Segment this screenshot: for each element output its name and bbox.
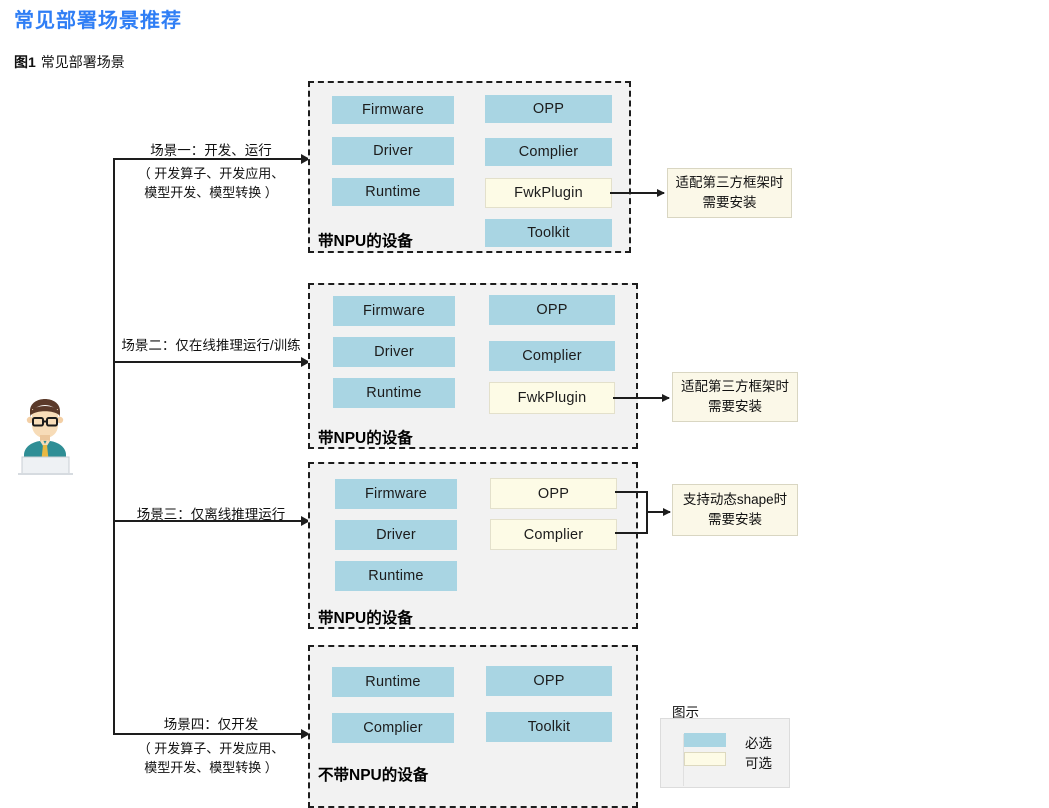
component-complier[interactable]: Complier [489,341,615,371]
legend-divider [683,734,684,786]
scenario-2-annotation-box: 适配第三方框架时 需要安装 [672,372,798,422]
scenario-4-sublabel-line2: 模型开发、模型转换 ） [144,759,278,775]
scenario-2-annotation-line1: 适配第三方框架时 [681,378,789,394]
scenario-1-annotation-box: 适配第三方框架时 需要安装 [667,168,792,218]
component-firmware[interactable]: Firmware [332,96,454,124]
component-opp[interactable]: OPP [485,95,612,123]
legend-swatch-optional [684,752,726,766]
component-firmware[interactable]: Firmware [333,296,455,326]
figure-caption-text: 常见部署场景 [40,54,125,70]
flow-arrow-scenario-4 [113,729,310,739]
scenario-4-block: Runtime Complier OPP Toolkit 不带NPU的设备 [308,645,638,808]
scenario-2-label: 场景二：仅在线推理运行/训练 [121,338,301,353]
scenario-3-connector-bottom [615,532,648,534]
scenario-1-sublabel-line1: （ 开发算子、开发应用、 [137,166,285,181]
component-runtime[interactable]: Runtime [332,178,454,206]
component-opp[interactable]: OPP [490,478,617,509]
component-opp[interactable]: OPP [489,295,615,325]
legend-title: 图示 [672,705,699,720]
component-complier[interactable]: Complier [332,713,454,743]
flow-arrow-scenario-1 [113,154,310,164]
flow-arrow-scenario-2 [113,357,310,367]
component-toolkit[interactable]: Toolkit [485,219,612,247]
scenario-3-device-label: 带NPU的设备 [318,610,413,627]
component-driver[interactable]: Driver [332,137,454,165]
scenario-1-device-label: 带NPU的设备 [318,233,413,250]
scenario-4-sublabel: （ 开发算子、开发应用、 模型开发、模型转换 ） [113,740,309,778]
component-complier[interactable]: Complier [490,519,617,550]
component-runtime[interactable]: Runtime [335,561,457,591]
legend-label-required: 必选 [745,736,772,751]
figure-caption-number: 图1 [14,54,36,70]
page-title: 常见部署场景推荐 [14,8,182,32]
scenario-4-device-label: 不带NPU的设备 [318,767,429,784]
scenario-4-label: 场景四：仅开发 [163,717,259,732]
scenario-1-annotation-line2: 需要安装 [702,195,757,210]
scenario-2-annotation-line2: 需要安装 [708,399,762,414]
component-fwkplugin[interactable]: FwkPlugin [485,178,612,208]
scenario-3-annotation-line2: 需要安装 [707,512,762,527]
scenario-1-label: 场景一：开发、运行 [150,143,272,158]
scenario-1-block: Firmware Driver Runtime OPP Complier Fwk… [308,81,631,253]
component-complier[interactable]: Complier [485,138,612,166]
scenario-2-annotation-connector [613,394,670,401]
component-fwkplugin[interactable]: FwkPlugin [489,382,615,414]
component-opp[interactable]: OPP [486,666,612,696]
component-driver[interactable]: Driver [333,337,455,367]
component-runtime[interactable]: Runtime [333,378,455,408]
scenario-3-connector-top [615,491,648,493]
legend-label-optional: 可选 [745,756,772,771]
scenario-2-device-label: 带NPU的设备 [318,430,413,447]
scenario-3-annotation-box: 支持动态shape时 需要安装 [672,484,798,536]
component-runtime[interactable]: Runtime [332,667,454,697]
flow-spine-line [113,159,115,734]
flow-arrow-scenario-3 [113,516,310,526]
component-toolkit[interactable]: Toolkit [486,712,612,742]
scenario-3-block: Firmware Driver Runtime OPP Complier 带NP… [308,462,638,629]
scenario-3-annotation-connector [646,508,671,515]
scenario-1-annotation-connector [610,189,665,196]
developer-person-with-laptop-icon [14,387,76,476]
scenario-3-label: 场景三：仅离线推理运行 [136,507,286,522]
scenario-4-sublabel-line1: （ 开发算子、开发应用、 [137,741,285,756]
scenario-3-annotation-line1: 支持动态shape时 [682,491,788,507]
component-driver[interactable]: Driver [335,520,457,550]
component-firmware[interactable]: Firmware [335,479,457,509]
scenario-1-annotation-line1: 适配第三方框架时 [675,174,784,190]
legend-swatch-required [684,733,726,747]
scenario-1-sublabel: （ 开发算子、开发应用、 模型开发、模型转换 ） [113,165,309,203]
scenario-2-block: Firmware Driver Runtime OPP Complier Fwk… [308,283,638,449]
scenario-1-sublabel-line2: 模型开发、模型转换 ） [144,184,278,200]
